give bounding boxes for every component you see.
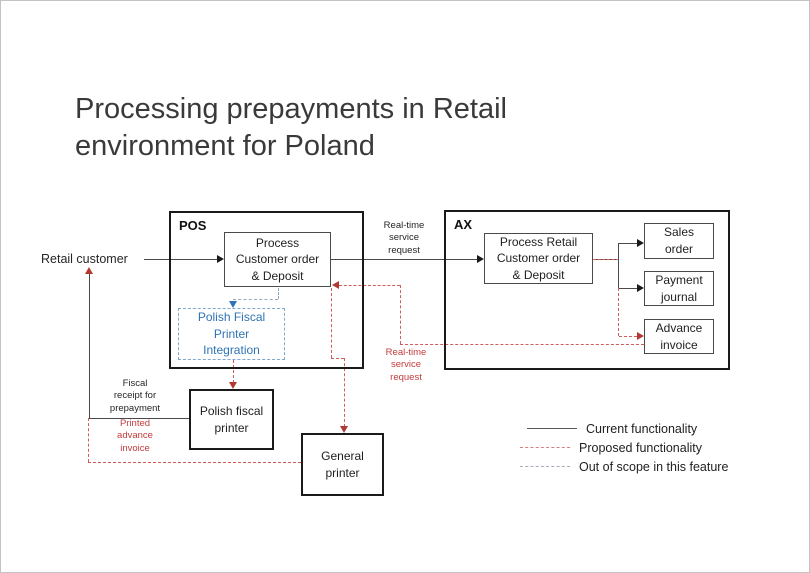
legend-line-current	[527, 428, 577, 429]
line-integration-to-fiscalprinter	[233, 360, 234, 383]
node-general-printer: General printer	[301, 433, 384, 496]
legend-label-outofscope: Out of scope in this feature	[579, 459, 729, 474]
arrowhead-into-integration	[229, 301, 237, 308]
node-advance-invoice: Advance invoice	[644, 319, 714, 354]
legend-line-outofscope	[520, 466, 570, 467]
node-sales-order: Sales order	[644, 223, 714, 259]
line-processax-to-branch-proposed-overlay	[593, 259, 619, 260]
legend-row-current: Current functionality	[520, 419, 760, 438]
arrowhead-into-sales-order	[637, 239, 644, 247]
line-branch-to-advinvoice-horizontal	[619, 336, 637, 337]
arrowhead-into-polish-printer	[229, 382, 237, 389]
arrowhead-into-payment-journal	[637, 284, 644, 292]
arrowhead-into-process-pos	[217, 255, 224, 263]
arrowhead-into-advance-invoice	[637, 332, 644, 340]
line-printedinvoice-vertical	[88, 418, 89, 462]
pos-container: POS	[169, 211, 364, 369]
node-polish-fiscal-printer: Polish fiscal printer	[189, 389, 274, 450]
line-branch-to-advinvoice-vertical	[618, 288, 619, 336]
legend-line-proposed	[520, 447, 570, 448]
legend-row-proposed: Proposed functionality	[520, 438, 760, 457]
node-polish-fiscal-printer-integration: Polish Fiscal Printer Integration	[178, 308, 285, 360]
ax-label: AX	[454, 217, 473, 232]
arrowhead-into-general-printer	[340, 426, 348, 433]
line-pos-to-generalprinter-v2	[344, 358, 345, 427]
arrowhead-into-process-pos-red	[332, 281, 339, 289]
legend-label-current: Current functionality	[586, 421, 698, 436]
line-advinvoice-return-vertical	[400, 285, 401, 344]
line-pos-to-generalprinter-v1	[331, 288, 332, 358]
line-branch-to-paymentjournal	[619, 288, 638, 289]
line-advinvoice-return-horizontal	[400, 344, 644, 345]
legend-label-proposed: Proposed functionality	[579, 440, 702, 455]
printed-advance-invoice-label: Printed advance invoice	[117, 418, 153, 454]
line-printedinvoice-horizontal	[88, 462, 301, 463]
fiscal-receipt-label: Fiscal receipt for prepayment	[109, 378, 161, 414]
realtime-service-request-label-red: Real-time service request	[385, 347, 427, 383]
line-advinvoice-return-to-pos	[339, 285, 400, 286]
line-fiscalreceipt-horizontal	[89, 418, 189, 419]
line-process-to-integration-h	[233, 299, 278, 300]
arrowhead-to-retail-customer	[85, 267, 93, 274]
line-pos-to-generalprinter-h	[331, 358, 344, 359]
node-payment-journal: Payment journal	[644, 271, 714, 306]
page-title: Processing prepayments in Retail environ…	[75, 93, 507, 163]
legend: Current functionality Proposed functiona…	[520, 419, 760, 476]
legend-row-outofscope: Out of scope in this feature	[520, 457, 760, 476]
node-process-retail-customer-order: Process Retail Customer order & Deposit	[484, 233, 593, 284]
line-branch-to-salesorder	[619, 243, 638, 244]
line-fiscalreceipt-vertical	[89, 273, 90, 418]
line-process-to-integration-v	[278, 288, 279, 299]
line-pos-to-ax	[331, 259, 478, 260]
retail-customer-label: Retail customer	[41, 252, 128, 266]
ax-container: AX	[444, 210, 730, 370]
line-customer-to-pos	[144, 259, 218, 260]
pos-label: POS	[179, 218, 207, 233]
arrowhead-into-process-ax	[477, 255, 484, 263]
realtime-service-request-label-top: Real-time service request	[383, 220, 425, 256]
node-process-customer-order: Process Customer order & Deposit	[224, 232, 331, 287]
line-branch-vertical	[618, 243, 619, 288]
